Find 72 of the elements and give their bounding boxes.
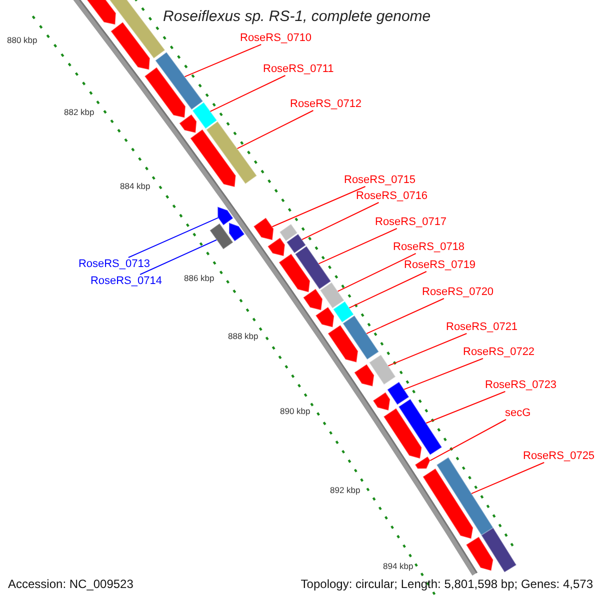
position-label: 882 kbp [64, 107, 94, 117]
position-label: 890 kbp [280, 406, 310, 416]
gene-label: RoseRS_0712 [290, 98, 362, 110]
gene-block [209, 222, 234, 250]
leader-line [272, 186, 366, 228]
leader-line [140, 239, 218, 275]
gene-feature [422, 468, 474, 540]
gene-block [278, 223, 298, 242]
position-label: 888 kbp [228, 331, 258, 341]
gene-feature [354, 364, 375, 388]
gene-feature [110, 21, 150, 70]
gene-label: RoseRS_0715 [344, 174, 416, 186]
gene-label: RoseRS_0711 [263, 62, 334, 76]
gene-feature [327, 324, 359, 364]
leader-line [301, 202, 380, 240]
gene-feature [190, 128, 236, 188]
position-label: 886 kbp [184, 273, 214, 283]
gene-feature [302, 288, 324, 311]
gene-feature [252, 217, 274, 241]
gene-feature [372, 392, 391, 412]
gene-label: RoseRS_0723 [485, 378, 557, 392]
gene-feature [278, 253, 311, 293]
leader-line [236, 110, 314, 150]
gene-feature [144, 66, 186, 118]
gene-block [192, 102, 218, 130]
gene-block [206, 120, 258, 185]
leader-line [403, 358, 484, 390]
leader-line [184, 44, 262, 78]
gene-block [368, 354, 396, 386]
genome-info-text: Accession: NC_009523 [8, 577, 134, 592]
gene-feature [267, 237, 286, 257]
leader-line [128, 217, 219, 258]
gene-block [154, 51, 204, 110]
gene-label: RoseRS_0721 [446, 320, 518, 334]
gene-label: RoseRS_0714 [90, 274, 162, 288]
gene-label: RoseRS_0725 [523, 450, 595, 462]
gene-label: RoseRS_0713 [78, 258, 150, 270]
leader-line [388, 333, 468, 366]
gene-label: RoseRS_0720 [422, 286, 494, 298]
gene-label: RoseRS_0722 [463, 346, 535, 358]
gene-block [398, 398, 443, 456]
gene-feature [178, 114, 198, 134]
gene-label: RoseRS_0716 [356, 190, 428, 202]
gene-feature [382, 408, 422, 460]
gene-feature [465, 536, 494, 572]
position-label: 880 kbp [7, 35, 38, 45]
position-label: 884 kbp [120, 181, 150, 191]
genome-info-text: Topology: circular; Length: 5,801,598 bp; Genes: 4,573 [300, 577, 593, 592]
gene-feature [217, 206, 234, 226]
leader-line [337, 253, 416, 292]
gene-label: RoseRS_0718 [393, 240, 465, 254]
gene-feature [228, 222, 246, 242]
map-title: Roseiflexus sp. RS-1, complete genome [163, 8, 431, 25]
position-label: 894 kbp [383, 561, 414, 571]
leader-line [210, 75, 286, 112]
gene-block [342, 314, 380, 360]
position-label: 892 kbp [330, 485, 360, 495]
leader-line [430, 419, 506, 461]
gene-label: RoseRS_0719 [404, 258, 476, 272]
leader-line [318, 228, 398, 264]
gene-label: RoseRS_0710 [240, 32, 312, 44]
gene-block [294, 245, 332, 290]
gene-block [386, 381, 410, 406]
gene-feature [314, 306, 335, 328]
gene-block [480, 527, 518, 573]
leader-line [348, 271, 427, 308]
gene-block [319, 282, 345, 309]
leader-line [426, 391, 506, 424]
gene-label: RoseRS_0717 [375, 216, 447, 228]
gene-label: secG [505, 406, 531, 420]
gene-block [332, 300, 354, 324]
gene-block [436, 456, 496, 538]
